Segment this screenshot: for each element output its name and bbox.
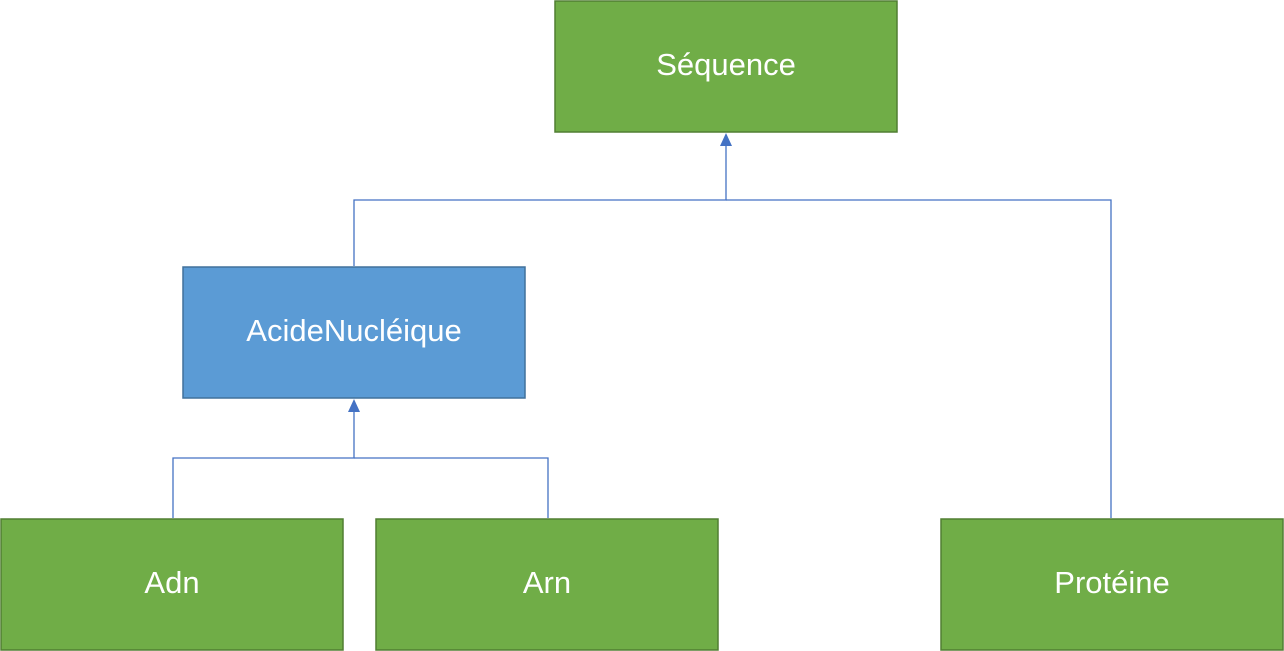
node-acidenucleique-box	[182, 266, 526, 399]
arrowhead-sequence	[720, 133, 732, 146]
node-arn-label: Arn	[523, 565, 571, 600]
node-sequence-box	[554, 0, 898, 133]
node-arn[interactable]: Arn	[375, 518, 719, 651]
node-acidenucleique-label: AcideNucléique	[246, 313, 461, 348]
node-adn-label: Adn	[144, 565, 199, 600]
arrowhead-acidenucleique	[348, 399, 360, 412]
node-acidenucleique[interactable]: AcideNucléique	[182, 266, 526, 399]
connector-adn-to-acidenucleique	[172, 412, 355, 518]
node-arn-box	[375, 518, 719, 651]
node-adn-box	[0, 518, 344, 651]
connector-to-acidenucleique	[172, 399, 549, 518]
node-adn[interactable]: Adn	[0, 518, 344, 651]
connector-arn-to-acidenucleique	[354, 457, 549, 518]
connector-to-sequence	[353, 133, 1112, 518]
connector-proteine-to-sequence	[726, 199, 1112, 518]
node-proteine-label: Protéine	[1054, 565, 1169, 600]
connector-acidenucleique-to-sequence	[353, 146, 727, 266]
node-sequence[interactable]: Séquence	[554, 0, 898, 133]
node-sequence-label: Séquence	[656, 47, 796, 82]
node-proteine[interactable]: Protéine	[940, 518, 1284, 651]
node-proteine-box	[940, 518, 1284, 651]
